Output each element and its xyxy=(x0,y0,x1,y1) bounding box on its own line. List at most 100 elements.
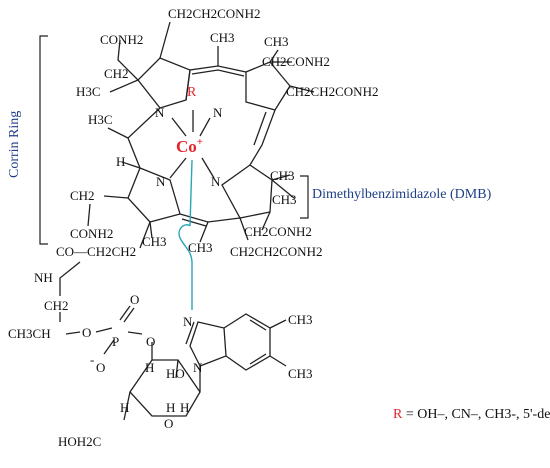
phosphorus-atom: P xyxy=(112,334,119,349)
bond xyxy=(127,167,181,223)
bond xyxy=(109,79,139,93)
propionamide-top: CH2CH2CONH2 xyxy=(168,6,260,21)
nitrogen-atom: N xyxy=(211,174,221,189)
acetamide-left: CONH2 xyxy=(70,226,113,241)
axial-r-label: R xyxy=(187,85,197,100)
bond xyxy=(249,319,267,331)
bond xyxy=(107,127,129,139)
bond xyxy=(269,49,279,63)
bond xyxy=(249,109,276,166)
cobalt-charge: + xyxy=(197,136,203,148)
methyl-upper-right: CH3 xyxy=(264,34,289,49)
bond xyxy=(149,221,153,239)
acetamide-bottom-right: CH2CONH2 xyxy=(244,224,312,239)
corrin-ring-label: Corrin Ring xyxy=(7,111,22,178)
dmb-bracket xyxy=(300,175,309,219)
bond xyxy=(271,174,291,181)
bond xyxy=(223,313,271,371)
methyl-dmb-2: CH3 xyxy=(272,192,297,207)
bond xyxy=(199,117,211,137)
corrin-bracket xyxy=(39,35,48,245)
bond xyxy=(201,157,215,179)
methyl-h3c-1: H3C xyxy=(76,84,101,99)
dmb-coordination-bond xyxy=(178,224,193,310)
dmb-coordination-arrow xyxy=(189,159,193,227)
bond xyxy=(239,217,249,241)
methyl-dmb-1: CH3 xyxy=(270,168,295,183)
bond xyxy=(271,179,295,199)
bond xyxy=(137,57,191,109)
bond xyxy=(185,65,247,101)
cobalt-symbol: Co xyxy=(176,137,197,156)
bond xyxy=(289,85,315,93)
bond xyxy=(127,331,143,335)
atom-labels: N N N N N N P O O O - O O HO H H H H H N… xyxy=(34,105,223,431)
propionamide-linker: CO—CH2CH2 xyxy=(56,244,136,259)
dmb-label: Dimethylbenzimidazole (DMB) xyxy=(312,187,492,202)
methyl-bottom: CH3 xyxy=(188,240,213,255)
bond xyxy=(261,211,271,231)
aryl-methyl-2: CH3 xyxy=(288,366,313,381)
bond xyxy=(249,353,267,365)
hydrogen-atom: H xyxy=(180,400,189,415)
bond xyxy=(139,221,151,249)
methylene-linker: CH2 xyxy=(44,298,69,313)
bond xyxy=(95,327,113,333)
bond xyxy=(269,355,287,367)
propionamide-bottom-right: CH2CH2CONH2 xyxy=(230,244,322,259)
bond-network xyxy=(59,21,315,421)
hydroxyl-label: HO xyxy=(166,366,185,381)
bond xyxy=(103,195,129,199)
bond xyxy=(199,221,209,243)
bond xyxy=(87,203,91,227)
acetamide-top: CONH2 xyxy=(100,32,143,47)
bond xyxy=(169,157,187,179)
r-legend: R = OH–, CN–, CH3-, 5'-deoxyadenosyl– xyxy=(393,407,550,422)
acetamide-upper-right: CH2CONH2 xyxy=(262,54,330,69)
bond xyxy=(65,331,81,335)
hydrogen-atom: H xyxy=(166,400,175,415)
bond xyxy=(175,359,179,379)
bond xyxy=(121,161,141,169)
bond xyxy=(245,61,291,111)
aryl-methyl-1: CH3 xyxy=(288,312,313,327)
bond xyxy=(185,321,195,345)
methylene-left: CH2 xyxy=(70,188,95,203)
nitrogen-atom: N xyxy=(193,360,203,375)
oxygen-atom: O xyxy=(82,325,91,340)
nitrogen-atom: N xyxy=(155,105,165,120)
bond xyxy=(171,117,187,137)
bond xyxy=(269,319,287,329)
negative-charge: - xyxy=(90,352,94,367)
bond xyxy=(123,307,135,323)
cobalt-center: Co+ xyxy=(176,136,203,156)
oxygen-atom: O xyxy=(146,334,155,349)
methyl-h3c-2: H3C xyxy=(88,112,113,127)
group-labels: CH2CH2CONH2 CONH2 CH2 CH3 H3C H3C CH3 CH… xyxy=(8,6,378,449)
oxygen-atom: O xyxy=(130,292,139,307)
propionamide-right: CH2CH2CONH2 xyxy=(286,84,378,99)
methylene-label: CH2 xyxy=(104,66,129,81)
bond xyxy=(181,218,207,227)
r-legend-values: = OH–, CN–, CH3-, 5'-deoxyadenosyl– xyxy=(402,407,550,422)
ring-oxygen: O xyxy=(164,416,173,431)
hydrogen-atom: H xyxy=(145,360,154,375)
bond xyxy=(117,39,139,81)
methyl-bottom-left: CH3 xyxy=(142,234,167,249)
hydrogen-atom: H xyxy=(120,400,129,415)
bond xyxy=(59,261,81,296)
oxygen-anion: O xyxy=(96,360,105,375)
hydroxymethyl-label: HOH2C xyxy=(58,434,101,449)
nitrogen-atom: N xyxy=(213,105,223,120)
bond xyxy=(123,391,131,421)
bond xyxy=(119,305,131,321)
isopropanol-ch: CH3CH xyxy=(8,326,51,341)
bond xyxy=(159,21,171,59)
bond xyxy=(253,111,267,146)
amide-nh: NH xyxy=(34,270,53,285)
bond xyxy=(103,339,115,355)
bond xyxy=(191,69,245,77)
bond xyxy=(221,164,273,219)
hydrogen-atom: H xyxy=(116,154,125,169)
